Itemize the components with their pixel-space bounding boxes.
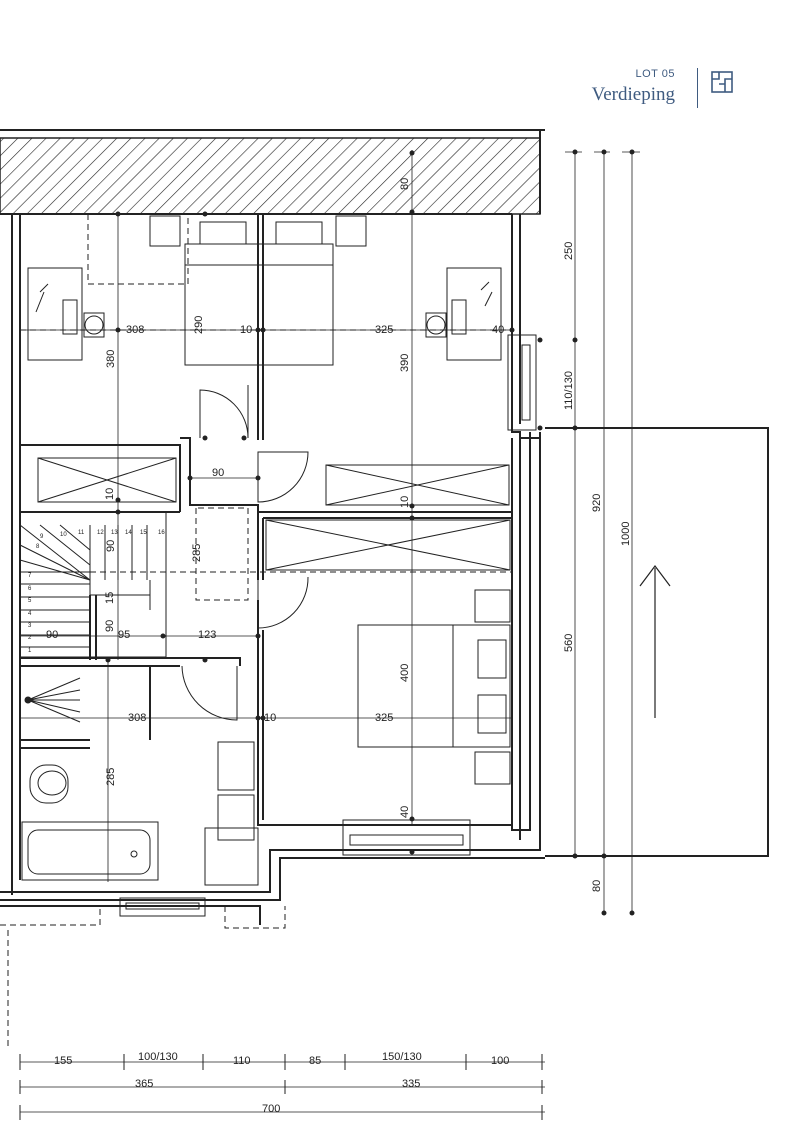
stair-step-label: 16 xyxy=(158,530,165,536)
dim-stair-c: 90 xyxy=(46,629,58,641)
dim-wall-b: 40 xyxy=(492,324,504,336)
page-title: Verdieping xyxy=(591,84,675,105)
floor-plan-icon xyxy=(711,71,733,93)
dim-stair-a: 90 xyxy=(105,540,117,552)
dashed-lines xyxy=(0,214,512,1050)
plan-header: LOT 05 Verdieping xyxy=(560,62,790,112)
dim-wall-a: 10 xyxy=(240,324,252,336)
dim-right-920: 920 xyxy=(591,494,603,512)
dim-bottom-7: 365 xyxy=(135,1078,153,1090)
stair-step-label: 11 xyxy=(78,530,85,536)
dimension-labels: 80 308 290 10 325 40 380 390 90 10 10 28… xyxy=(46,178,632,1115)
stair-step-label: 12 xyxy=(97,530,104,536)
dim-master-depth: 400 xyxy=(399,664,411,682)
dim-right-1000: 1000 xyxy=(620,522,632,546)
dim-bottom-1: 155 xyxy=(54,1055,72,1067)
dim-left-room-depth: 380 xyxy=(105,350,117,368)
stair-step-label: 8 xyxy=(36,544,40,550)
dim-right-room-width: 325 xyxy=(375,324,393,336)
stair-step-label: 9 xyxy=(40,534,44,540)
dim-right-80: 80 xyxy=(591,880,603,892)
stair-step-label: 14 xyxy=(125,530,132,536)
dim-bottom-4: 85 xyxy=(309,1055,321,1067)
dim-right-560: 560 xyxy=(563,634,575,652)
dim-landing-depth: 285 xyxy=(191,544,203,562)
dim-roof: 80 xyxy=(399,178,411,190)
doors xyxy=(181,385,309,721)
dim-bed-width: 290 xyxy=(193,316,205,334)
dimension-ticks xyxy=(105,149,635,916)
bottom-ticks xyxy=(19,1054,543,1120)
interior-walls xyxy=(20,214,512,826)
double-bed-top xyxy=(149,215,367,366)
dim-stair-d: 90 xyxy=(104,620,116,632)
dim-bath-width: 308 xyxy=(128,712,146,724)
dim-wall-c: 10 xyxy=(104,488,116,500)
desk-right xyxy=(425,267,502,361)
lot-label: LOT 05 xyxy=(635,68,675,80)
roof-section xyxy=(0,129,545,215)
dim-corridor-width: 90 xyxy=(212,467,224,479)
dim-bottom-8: 335 xyxy=(402,1078,420,1090)
stair-step-label: 6 xyxy=(28,586,32,592)
desk-left xyxy=(27,267,105,361)
stair-step-label: 15 xyxy=(140,530,147,536)
carport xyxy=(545,427,769,857)
stair-step-label: 2 xyxy=(28,635,32,641)
windows xyxy=(119,334,537,917)
stair-step-label: 13 xyxy=(111,530,118,536)
dim-bottom-total: 700 xyxy=(262,1103,280,1115)
dim-right-room-depth: 390 xyxy=(399,354,411,372)
dim-bottom-2: 100/130 xyxy=(138,1051,178,1063)
dimension-lines xyxy=(20,150,640,1113)
bathroom-fixtures xyxy=(21,677,259,886)
wardrobes xyxy=(37,457,511,571)
stair-step-label: 5 xyxy=(28,598,32,604)
dim-bath-depth: 285 xyxy=(105,768,117,786)
dim-bottom-5: 150/130 xyxy=(382,1051,422,1063)
stair-step-label: 7 xyxy=(28,573,32,579)
dim-left-room-width: 308 xyxy=(126,324,144,336)
dim-stair-b: 15 xyxy=(104,592,116,604)
stair-step-label: 1 xyxy=(28,648,32,654)
dim-hall-width: 123 xyxy=(198,629,216,641)
dim-master-width: 325 xyxy=(375,712,393,724)
dim-wall-d: 10 xyxy=(399,496,411,508)
dim-window-wall: 40 xyxy=(399,806,411,818)
dim-stair-e: 95 xyxy=(118,629,130,641)
dim-bottom-3: 110 xyxy=(233,1055,251,1067)
dim-right-250: 250 xyxy=(563,242,575,260)
double-bed-master xyxy=(357,589,511,785)
stair-step-label: 10 xyxy=(60,532,67,538)
stair-step-label: 3 xyxy=(28,623,32,629)
dim-right-110-130: 110/130 xyxy=(563,371,575,410)
header-divider xyxy=(697,68,698,108)
dim-bottom-6: 100 xyxy=(491,1055,509,1067)
stair-step-label: 4 xyxy=(28,611,32,617)
dim-wall-e: 10 xyxy=(264,712,276,724)
